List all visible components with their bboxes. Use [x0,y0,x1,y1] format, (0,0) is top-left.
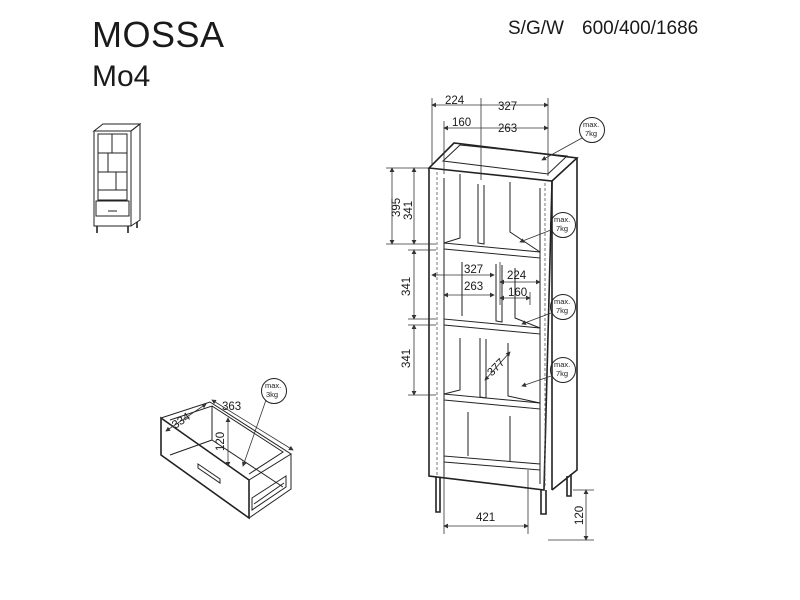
leg-height-label: 120 [574,506,586,525]
shelf3-load-value: 7kg [556,369,568,378]
model-code: Mo4 [92,60,151,93]
inner-width-bottom-label: 421 [476,512,495,524]
mid-inner-left-label: 263 [464,281,483,293]
upper-height-total-label: 395 [391,198,403,217]
drawer-height-label: 120 [215,432,227,451]
top-width-right-label: 327 [498,101,517,113]
shelf2-load-line1: max. [554,297,570,306]
drawer-drawing [160,378,294,520]
mid-width-left-label: 327 [464,264,483,276]
upper-height-inner-label: 341 [403,201,415,220]
shelf2-load-value: 7kg [556,306,568,315]
shelf3-load-line1: max. [554,360,570,369]
color-variants: S/G/W [508,18,564,39]
shelf1-load-line1: max. [554,215,570,224]
main-cabinet-drawing [386,98,605,541]
lower-height-label: 341 [401,349,413,368]
drawer-load-value: 3kg [266,390,278,399]
mid-width-right-label: 224 [507,270,527,282]
inner-width-left-label: 160 [452,117,471,129]
drawer-load-line1: max. [265,381,281,390]
mid-inner-right-label: 160 [508,287,527,299]
inner-width-right-label: 263 [498,123,517,135]
thumbnail-cabinet [92,122,142,233]
top-load-line1: max. [583,120,599,129]
top-width-left-label: 224 [445,95,465,107]
top-load-value: 7kg [585,129,597,138]
middle-height-label: 341 [401,277,413,296]
overall-dimensions: 600/400/1686 [582,18,699,39]
shelf1-load-value: 7kg [556,224,568,233]
product-name: MOSSA [92,14,225,55]
drawer-width-label: 363 [222,401,241,413]
